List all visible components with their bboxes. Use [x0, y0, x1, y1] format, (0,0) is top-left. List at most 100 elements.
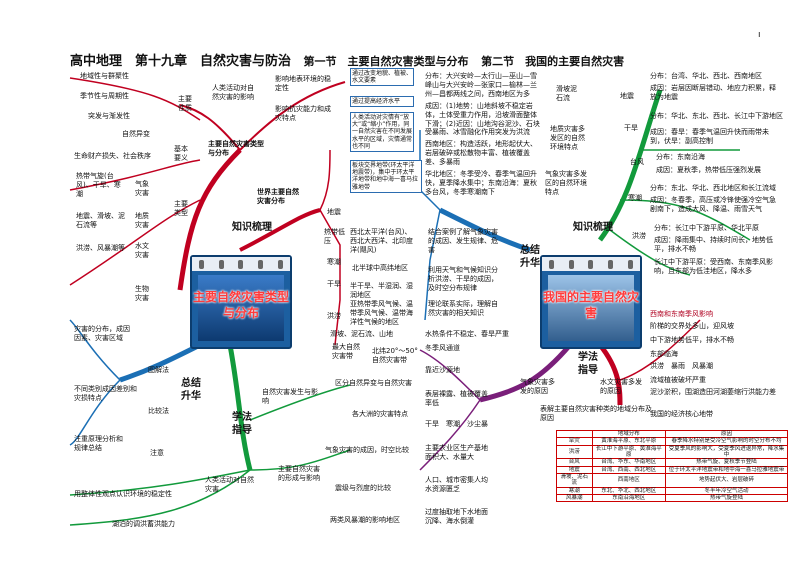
dist-hanchao-loc: 北半球中高纬地区 — [352, 264, 408, 273]
table-corner — [557, 431, 593, 438]
r-taifeng-cy: 成因：夏秋季，热带低压强烈发展 — [656, 166, 761, 175]
table-cell: 东北、华北、西北地区 — [592, 487, 665, 494]
r-dizhen: 地震 — [620, 92, 634, 101]
xf-liangfeng: 两类风暴潮的影响地区 — [330, 516, 400, 525]
dist-zuida-loc: 北纬20°～50°自然灾害带 — [372, 347, 420, 365]
right-branch-zsgl: 知识梳理 — [573, 222, 613, 235]
table-cell: 东南沿海地区 — [592, 494, 665, 501]
r-shuiwen: 水文灾害多发的原因 — [600, 378, 644, 396]
r-jiaowan: 靠近沙源地 — [425, 366, 460, 375]
zj-yuanli: 注重原理分析和规律总结 — [74, 435, 126, 453]
r-zhuyao: 主要农业区生产基地面积大、水量大 — [425, 444, 489, 462]
r-changjiang: 长江中下游平原：受西南、东南季风影响，且东部为低洼地区，降水多 — [654, 258, 782, 276]
node-jijie: 季节性与周期性 — [80, 92, 129, 101]
xf-renlei: 人类活动对自然灾害 — [205, 476, 257, 494]
r-renkou: 人口、城市密集人均水资源匮乏 — [425, 476, 489, 494]
table-cell: 冬半年冷空气活动 — [666, 487, 788, 494]
xf-zhouqi: 各大洲的灾害特点 — [352, 410, 408, 419]
table-cell: 风暴潮 — [557, 494, 593, 501]
node-shengwu: 生物灾害 — [135, 285, 155, 303]
left-branch-zjsh: 总结升华 — [181, 378, 205, 403]
table-cell: 受夏季风的影响大，受夏季风进退异常，降水集中 — [666, 445, 788, 459]
table-cell: 寒潮 — [557, 487, 593, 494]
zj-zhuyi: 注意 — [150, 449, 164, 458]
table-cell: 洪涝 — [557, 445, 593, 459]
disaster-table: 地域分布 原因 旱灾黄淮海平原、东北平原春季降水特别是受冷空气影响的时空分布不均… — [556, 430, 788, 502]
xf-shuiwen: 自然灾害发生与影响 — [262, 388, 318, 406]
table-row: 寒潮东北、华北、西北地区冬半年冷空气活动 — [557, 487, 788, 494]
dist-ganhan-loc: 半干旱、半湿润、湿润地区 — [350, 282, 416, 300]
table-cell: 长江中下游平原、黄淮海平原 — [592, 445, 665, 459]
node-human-act: 人类活动对自然灾害的影响 — [212, 84, 258, 102]
table-row: 洪涝长江中下游平原、黄淮海平原受夏季风的影响大，受夏季风进退异常，降水集中 — [557, 445, 788, 459]
node-dizhi: 地质灾害 — [135, 212, 155, 230]
node-shuiwen-list: 洪涝、风暴潮等 — [76, 244, 125, 253]
r-jieti: 阶梯的交界处多山，迎风坡 — [650, 322, 734, 331]
r-honglao: 洪涝 — [632, 232, 646, 241]
r-qixiang-cause: 气象灾害多发的原因 — [520, 378, 560, 396]
node-eco: 影响地表环境的稳定性 — [275, 75, 335, 93]
table-cell: 地震 — [557, 466, 593, 473]
dist-huapo: 滑坡、泥石流、山地 — [330, 330, 393, 339]
zj-butong: 不同类别成因差别和灾损特点 — [74, 385, 140, 403]
xf-qixiang: 气象灾害的成因，时空比较 — [325, 446, 409, 455]
r-huapo-cause: 成因：(1)地势：山地斜坡不稳定岩体，土体受重力作用，沿坡滑面整体下滑；(2)近… — [425, 102, 541, 137]
box-plate: 板块交界地带(环太平洋地震带)，集中于环太平洋地带和地中海一喜马拉雅地带 — [350, 160, 422, 193]
table-cell: 台风 — [557, 459, 593, 466]
r-hanchao-cy: 成因：冬春季，高压或冷锋使强冷空气急剧南下，造成大风、降温、雨雪天气 — [650, 196, 780, 214]
node-qixiang: 气象灾害 — [135, 180, 155, 198]
node-ziran-yichang: 自然异变 — [122, 130, 150, 139]
r-taifeng-fb: 分布：东南沿海 — [656, 153, 705, 162]
xf-chengyin: 主要自然灾害的形成与影响 — [278, 465, 322, 483]
dist-ganhan: 干旱 — [327, 280, 341, 289]
table-cell: 位于环太平洋地震带和地中海一喜马拉雅地震带 — [666, 466, 788, 473]
table-cell: 春季降水特别是受冷空气影响的时空分布不均 — [666, 438, 788, 445]
left-branch-zsgl: 知识梳理 — [232, 222, 272, 235]
xf-dili: 区分自然异变与自然灾害 — [335, 379, 412, 388]
r-dizhen-text: 西南地区：构造活跃，地形起伏大、岩层破碎或松散物丰富、植被覆盖差、多暴雨 — [425, 140, 541, 166]
right-center-card: 我国的主要自然灾害 — [540, 255, 642, 349]
xf-tiaojie: 湖泊的调洪蓄洪能力 — [112, 520, 175, 529]
study-lilun: 理论联系实际，理解自然灾害的相关知识 — [428, 300, 504, 318]
table-head-reason: 原因 — [666, 431, 788, 438]
table-row: 风暴潮东南沿海地区热带气旋登陆 — [557, 494, 788, 501]
node-jiben: 基本要义 — [174, 145, 194, 163]
zj-bijiao: 比较法 — [148, 407, 169, 416]
r-honglao-fb: 分布：长江中下游平原、华北平原 — [654, 224, 759, 233]
r-honglao-cy: 成因：降雨集中、持续时间长，地势低平，排水不畅 — [654, 236, 782, 254]
table-cell: 台湾、华东、华南地区 — [592, 459, 665, 466]
r-zhongxia: 中下游地势低平，排水不畅 — [650, 336, 734, 345]
table-cell: 台湾、西南、西北地区 — [592, 466, 665, 473]
r-xinan: 西南和东南季风影响 — [650, 310, 713, 319]
table-row: 地震台湾、西南、西北地区位于环太平洋地震带和地中海一喜马拉雅地震带 — [557, 466, 788, 473]
node-xingzhi: 主要性质 — [178, 95, 198, 113]
dist-honglao-loc: 亚热带季风气候、温带季风气候、温带海洋性气候的地区 — [350, 300, 416, 326]
r-ganhan-fb: 分布：华北、东北、西北、长江中下游地区 — [650, 112, 783, 121]
box-landform: 通过改变地貌、植被、水文要素 — [350, 68, 414, 86]
right-branch-zjsh: 总结升华 — [520, 245, 544, 270]
table-row: 旱灾黄淮海平原、东北平原春季降水特别是受冷空气影响的时空分布不均 — [557, 438, 788, 445]
r-hanchao-fb: 分布：东北、华北、西北地区和长江流域 — [650, 184, 776, 193]
node-world-dist: 世界主要自然灾害分布 — [257, 188, 303, 206]
r-dizhen-cy: 成因：岩层因断层错动、地应力积累，释放为地震 — [650, 84, 780, 102]
node-resist: 影响抗灾能力和成灾特点 — [275, 105, 335, 123]
dist-honglao: 洪涝 — [327, 312, 341, 321]
r-taifeng: 台风 — [630, 158, 644, 167]
dist-dizhen: 地震 — [327, 208, 341, 217]
table-cell: 滑坡、泥石流 — [557, 473, 593, 487]
dist-reda-loc: 西北太平洋(台风)、西北大西洋、北印度洋(飓风) — [350, 228, 416, 254]
box-economy: 通过提高经济水平 — [350, 96, 414, 107]
page-title: 高中地理 第十九章 自然灾害与防治 第一节 主要自然灾害类型与分布 第二节 我国… — [70, 50, 624, 69]
r-jingji: 我国的经济核心地带 — [650, 410, 713, 419]
table-row: 台风台湾、华东、华南地区热带气旋、夏秋季节登陆 — [557, 459, 788, 466]
study-zongjie: 结合案例了解气象灾害的成因、发生规律、危害 — [428, 228, 502, 254]
r-dongbu: 东部临海 — [650, 350, 678, 359]
right-branch-xfzd: 学法指导 — [578, 352, 602, 377]
r-mianji: 表层裸露、植被覆盖率低 — [425, 390, 491, 408]
r-dongji: 冬季风通道 — [425, 344, 460, 353]
left-branch-xfzd: 学法指导 — [232, 412, 256, 437]
table-row: 滑坡、泥石流西南地区地势起伏大、岩层破碎 — [557, 473, 788, 487]
table-cell: 旱灾 — [557, 438, 593, 445]
xf-zhendong: 震级与烈度的比较 — [335, 484, 391, 493]
